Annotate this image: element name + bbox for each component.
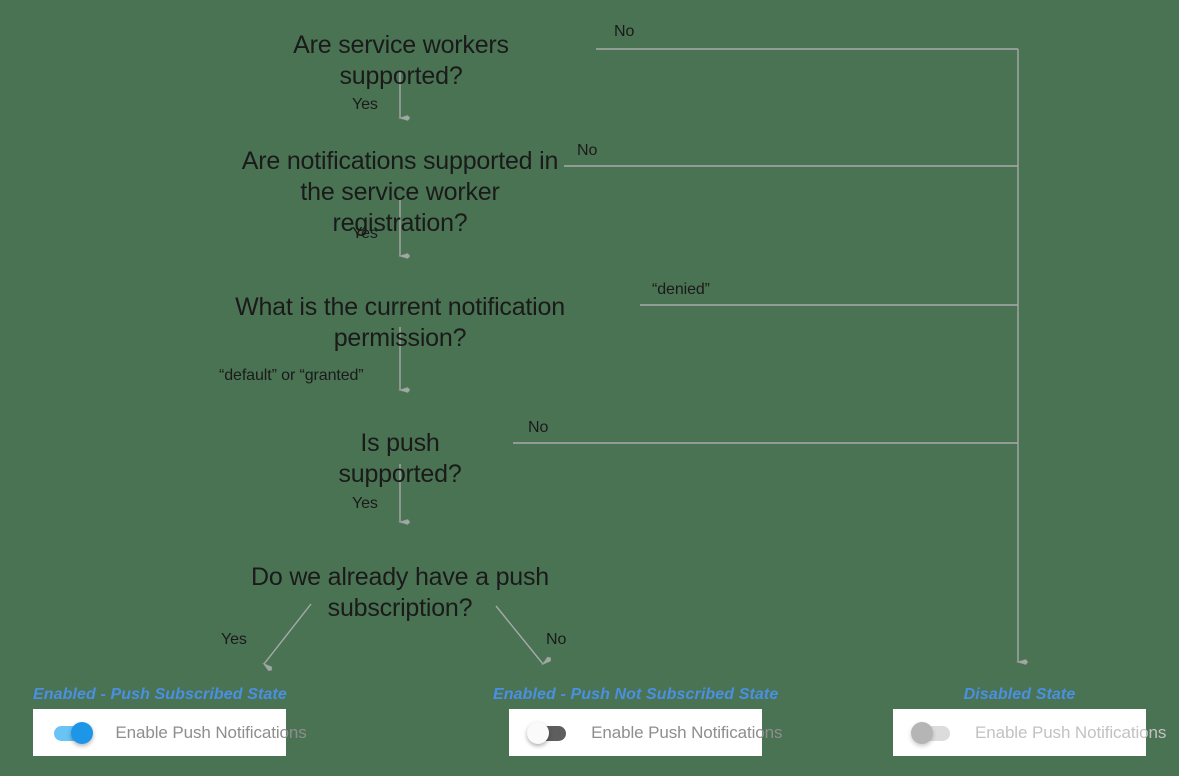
edge-label-push-yes: Yes — [352, 495, 378, 512]
toggle-knob — [911, 721, 933, 744]
edge-label-sw-yes: Yes — [352, 96, 378, 113]
question-existing-subscription: Do we already have a push subscription? — [251, 563, 549, 622]
push-notifications-toggle-off[interactable] — [527, 721, 569, 744]
state-enabled-push-subscribed: Enabled - Push Subscribed State Enable P… — [33, 686, 307, 756]
toggle-label-disabled: Enable Push Notifications — [975, 722, 1167, 742]
edge-label-notif-no: No — [577, 142, 598, 159]
state-label-enabled-push-not-subscribed: Enabled - Push Not Subscribed State — [493, 686, 779, 703]
push-notifications-toggle-disabled — [911, 721, 953, 744]
toggle-label-enabled-push-not-subscribed: Enable Push Notifications — [591, 722, 783, 742]
state-enabled-push-not-subscribed: Enabled - Push Not Subscribed State Enab… — [493, 686, 782, 756]
toggle-knob — [71, 721, 94, 744]
edge-label-perm-denied: “denied” — [652, 281, 710, 298]
question-push-supported: Is push supported? — [338, 429, 462, 488]
toggle-card-enabled-push-subscribed[interactable]: Enable Push Notifications — [33, 709, 307, 756]
edge-label-notif-yes: Yes — [352, 225, 378, 242]
question-notification-permission: What is the current notification permiss… — [235, 293, 565, 352]
toggle-knob — [527, 721, 550, 744]
question-service-workers: Are service workers supported? — [293, 31, 509, 90]
edge-label-sw-no: No — [614, 23, 635, 40]
toggle-card-enabled-push-not-subscribed[interactable]: Enable Push Notifications — [509, 709, 782, 756]
state-disabled: Disabled State Enable Push Notifications — [893, 686, 1166, 756]
question-notifications-in-sw: Are notifications supported in the servi… — [241, 147, 559, 237]
edge-label-push-no: No — [528, 419, 549, 436]
edge-label-sub-no: No — [546, 631, 567, 648]
edge-label-sub-yes: Yes — [221, 631, 247, 648]
state-label-disabled: Disabled State — [963, 686, 1076, 703]
toggle-label-enabled-push-subscribed: Enable Push Notifications — [115, 722, 307, 742]
push-notifications-toggle-on[interactable] — [51, 721, 94, 744]
state-label-enabled-push-subscribed: Enabled - Push Subscribed State — [33, 686, 287, 703]
toggle-card-disabled: Enable Push Notifications — [893, 709, 1166, 756]
edge-label-perm-default-granted: “default” or “granted” — [219, 367, 364, 384]
